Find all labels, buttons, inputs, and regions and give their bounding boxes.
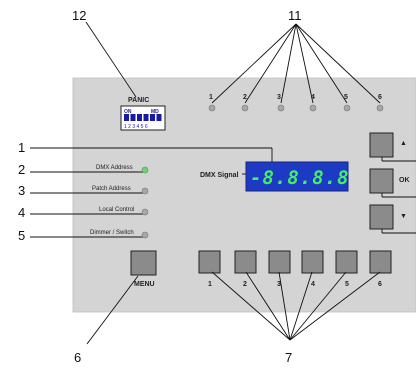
channel-led-4 bbox=[309, 104, 317, 112]
down-arrow-icon: ▼ bbox=[400, 213, 407, 220]
callout-7-leader-4 bbox=[289, 271, 313, 341]
dip-on-label: ON bbox=[124, 109, 132, 115]
callout-11-leader-6 bbox=[295, 23, 381, 104]
callout-7-leader-6 bbox=[289, 271, 381, 341]
button-label-1: 1 bbox=[208, 281, 212, 288]
status-led-dimmer-switch bbox=[141, 231, 149, 239]
status-led-patch-address bbox=[141, 187, 149, 195]
callout-3: 3 bbox=[18, 183, 25, 198]
channel-label-2: 2 bbox=[243, 94, 247, 101]
callout-1: 1 bbox=[18, 140, 25, 155]
panic-dip-switch[interactable]: ON MD 1 2 3 4 5 6 bbox=[120, 105, 166, 131]
channel-label-6: 6 bbox=[378, 94, 382, 101]
channel-button-3[interactable] bbox=[268, 250, 291, 274]
callout-11-leader-3 bbox=[280, 23, 297, 104]
panic-label: PANIC bbox=[128, 97, 149, 104]
up-button[interactable] bbox=[369, 132, 394, 158]
channel-button-4[interactable] bbox=[301, 250, 324, 274]
callout-7-leader-1 bbox=[211, 271, 291, 341]
callout-11-leader-1 bbox=[211, 23, 297, 104]
callout-5: 5 bbox=[18, 228, 25, 243]
callout-11-leader-2 bbox=[244, 23, 297, 104]
status-label-local-control: Local Control bbox=[99, 207, 134, 213]
ok-button[interactable] bbox=[369, 168, 394, 194]
channel-label-5: 5 bbox=[344, 94, 348, 101]
callout-6: 6 bbox=[74, 350, 81, 365]
dip-md-label: MD bbox=[151, 109, 159, 115]
callout-11-leader-4 bbox=[295, 23, 314, 104]
button-label-5: 5 bbox=[345, 281, 349, 288]
channel-label-1: 1 bbox=[209, 94, 213, 101]
status-label-dimmer-switch: Dimmer / Switch bbox=[90, 230, 134, 236]
callout-12-leader bbox=[85, 21, 137, 98]
button-label-4: 4 bbox=[311, 281, 315, 288]
channel-led-1 bbox=[208, 104, 216, 112]
callout-6-leader bbox=[86, 275, 139, 345]
dmx-display bbox=[245, 161, 349, 192]
channel-button-1[interactable] bbox=[198, 250, 221, 274]
callout-7-leader-2 bbox=[245, 271, 291, 341]
status-label-patch-address: Patch Address bbox=[92, 186, 131, 192]
menu-label: MENU bbox=[134, 281, 155, 288]
dip-numbers: 1 2 3 4 5 6 bbox=[124, 124, 148, 130]
callout-2: 2 bbox=[18, 162, 25, 177]
panel-body bbox=[72, 77, 416, 313]
channel-label-4: 4 bbox=[311, 94, 315, 101]
channel-button-6[interactable] bbox=[369, 250, 392, 274]
callout-11-leader-5 bbox=[295, 23, 348, 104]
callout-11: 11 bbox=[288, 8, 302, 23]
callout-7-leader-3 bbox=[278, 271, 291, 341]
button-label-3: 3 bbox=[277, 281, 281, 288]
up-arrow-icon: ▲ bbox=[400, 140, 407, 147]
status-led-local-control bbox=[141, 208, 149, 216]
channel-led-3 bbox=[277, 104, 285, 112]
menu-button[interactable] bbox=[130, 250, 157, 276]
callout-7: 7 bbox=[285, 350, 292, 365]
callout-7-leader-5 bbox=[289, 271, 347, 341]
button-label-6: 6 bbox=[378, 281, 382, 288]
channel-led-6 bbox=[376, 104, 384, 112]
status-label-dmx-address: DMX Address bbox=[96, 165, 133, 171]
dmx-display-digits: -8.8.8.8 bbox=[250, 167, 350, 189]
channel-led-2 bbox=[241, 104, 249, 112]
down-button[interactable] bbox=[369, 204, 394, 230]
channel-led-5 bbox=[343, 104, 351, 112]
dmx-signal-label: DMX Signal bbox=[200, 172, 239, 179]
channel-button-2[interactable] bbox=[234, 250, 257, 274]
status-led-dmx-address bbox=[141, 166, 149, 174]
ok-label: OK bbox=[399, 177, 410, 184]
channel-label-3: 3 bbox=[277, 94, 281, 101]
button-label-2: 2 bbox=[243, 281, 247, 288]
callout-12: 12 bbox=[72, 8, 86, 23]
callout-4: 4 bbox=[18, 205, 25, 220]
channel-button-5[interactable] bbox=[335, 250, 358, 274]
